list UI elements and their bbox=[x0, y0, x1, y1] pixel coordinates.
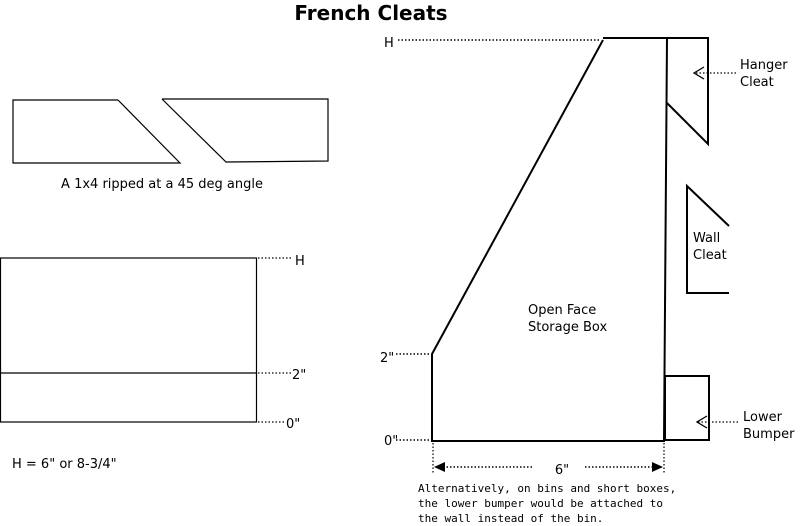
height-formula: H = 6" or 8-3/4" bbox=[12, 457, 117, 472]
note-line-2: the lower bumper would be attached to bbox=[418, 497, 663, 510]
wall-label-line1: Wall bbox=[693, 231, 720, 246]
side-label-0in: 0" bbox=[384, 434, 398, 449]
storage-box-profile bbox=[431, 37, 669, 442]
width-arrow-left bbox=[434, 462, 445, 472]
bumper-label-line2: Bumper bbox=[743, 427, 795, 442]
wall-label-line2: Cleat bbox=[693, 248, 727, 263]
ripped-caption: A 1x4 ripped at a 45 deg angle bbox=[61, 177, 263, 192]
width-arrow-right bbox=[652, 462, 663, 472]
hanger-label-line2: Cleat bbox=[740, 75, 774, 90]
ripped-piece-right bbox=[161, 98, 329, 163]
side-label-h: H bbox=[384, 36, 394, 51]
side-view: H 2" 0" Open Face Storage Box 6" Hanger … bbox=[380, 36, 795, 478]
width-label: 6" bbox=[555, 463, 569, 478]
hanger-arrowhead bbox=[692, 66, 705, 80]
lower-bumper bbox=[664, 375, 710, 441]
hanger-cleat bbox=[666, 37, 709, 147]
alternative-note: Alternatively, on bins and short boxes, … bbox=[418, 482, 676, 525]
front-label-h: H bbox=[295, 254, 305, 269]
bumper-arrowhead bbox=[695, 415, 708, 429]
wall-cleat bbox=[686, 183, 730, 294]
box-label-line1: Open Face bbox=[528, 303, 596, 318]
diagram-title: French Cleats bbox=[294, 1, 447, 25]
note-line-3: the wall instead of the bin. bbox=[418, 512, 603, 525]
front-view: H 2" 0" H = 6" or 8-3/4" bbox=[0, 254, 306, 472]
front-view-box bbox=[0, 257, 258, 423]
front-label-0in: 0" bbox=[286, 417, 300, 432]
side-label-2in: 2" bbox=[380, 351, 394, 366]
ripped-board bbox=[12, 98, 329, 164]
box-label-line2: Storage Box bbox=[528, 320, 607, 335]
front-label-2in: 2" bbox=[292, 368, 306, 383]
note-line-1: Alternatively, on bins and short boxes, bbox=[418, 482, 676, 495]
bumper-label-line1: Lower bbox=[743, 410, 783, 425]
ripped-piece-left bbox=[12, 99, 182, 164]
hanger-label-line1: Hanger bbox=[740, 58, 788, 73]
